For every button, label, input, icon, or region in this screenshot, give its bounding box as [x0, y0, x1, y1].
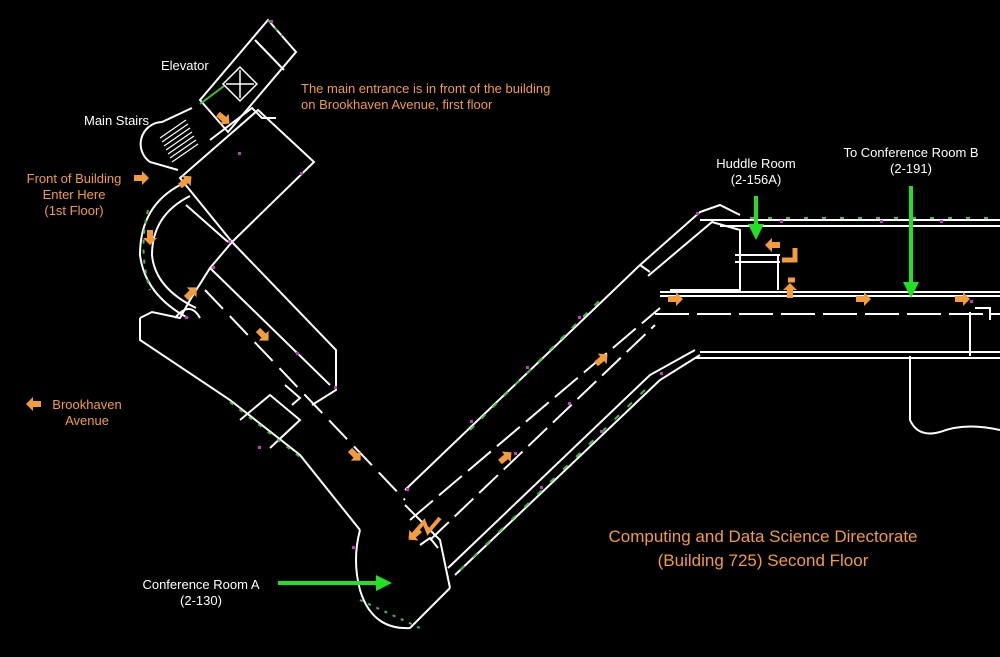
route-turn-icon [782, 248, 798, 283]
route-arrow-icon [498, 451, 512, 465]
conference-room-a-number: (2-130) [180, 593, 222, 608]
map-title: Computing and Data Science Directorate (… [578, 525, 948, 573]
route-arrow-icon [856, 292, 871, 306]
brookhaven-line2: Avenue [65, 413, 109, 428]
route-arrow-icon [594, 353, 608, 367]
left-arrow-icon [26, 397, 41, 411]
conference-room-a-name: Conference Room A [142, 577, 260, 592]
entrance-note-line2: on Brookhaven Avenue, first floor [301, 97, 493, 112]
route-arrow-icon [408, 527, 422, 541]
conference-room-a-wall [355, 529, 451, 630]
diagonal-corridor-upper-wall [404, 263, 651, 491]
front-label-line2: Enter Here [42, 187, 106, 202]
route-arrow-icon [765, 238, 780, 252]
conference-room-a-label: Conference Room A (2-130) [130, 577, 272, 609]
route-arrow-icon [955, 292, 970, 306]
route-arrows [143, 111, 970, 465]
route-arrow-icon [347, 447, 361, 461]
huddle-room-number: (2-156A) [730, 172, 782, 187]
conference-room-b-label: To Conference Room B (2-191) [830, 145, 992, 177]
main-stairs-label: Main Stairs [84, 113, 150, 128]
building-walls [138, 18, 1000, 630]
stairs-icon [159, 119, 199, 163]
elevator-icon [221, 65, 259, 103]
front-of-building-label: Front of Building Enter Here (1st Floor) [12, 171, 136, 219]
door-marks [185, 20, 973, 549]
conference-room-b-name: To Conference Room B [843, 145, 979, 160]
route-arrow-icon [668, 292, 683, 306]
route-arrow-icon [783, 283, 797, 298]
map-title-line2: (Building 725) Second Floor [657, 551, 869, 570]
brookhaven-line1: Brookhaven [52, 397, 122, 412]
front-label-line1: Front of Building [26, 171, 122, 186]
elevator-label: Elevator [161, 58, 209, 73]
route-arrow-icon [183, 287, 197, 301]
entrance-note-line1: The main entrance is in front of the bui… [301, 81, 551, 96]
route-arrow-icon [134, 171, 149, 185]
diagonal-corridor-lower-wall [454, 354, 701, 576]
conference-room-b-number: (2-191) [890, 161, 932, 176]
brookhaven-avenue-label: Brookhaven Avenue [46, 397, 128, 429]
route-arrow-icon [178, 175, 192, 189]
front-label-line3: (1st Floor) [44, 203, 104, 218]
left-wing-outer-wall [139, 318, 361, 531]
window-marks [142, 19, 1000, 629]
elevator-shaft-wall [198, 18, 298, 134]
route-arrow-icon [255, 327, 269, 341]
map-title-line1: Computing and Data Science Directorate [608, 527, 918, 546]
huddle-room-name: Huddle Room [716, 156, 796, 171]
left-corridor-line [204, 289, 406, 501]
front-curve-wall [138, 183, 189, 319]
huddle-room-label: Huddle Room (2-156A) [700, 156, 812, 188]
route-arrow-icon [143, 230, 157, 245]
route-arrow-icon [216, 111, 230, 125]
lobby-wall [178, 108, 316, 244]
destination-arrows [278, 186, 919, 591]
main-stairs-wall [139, 107, 193, 171]
